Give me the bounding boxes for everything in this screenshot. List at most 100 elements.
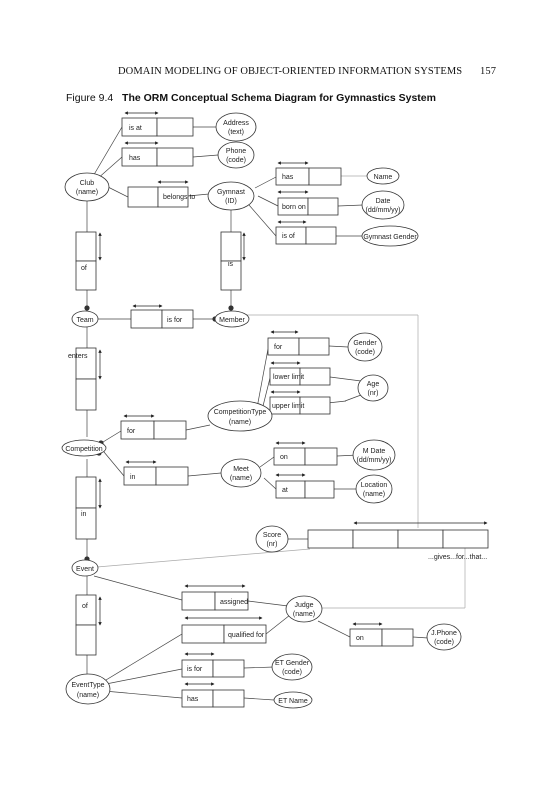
entity-address-ref: (text) [228, 129, 244, 136]
entity-date-ref: (dd/mm/yy) [366, 207, 401, 214]
role-label-of-event: of [82, 603, 88, 610]
entity-phone-name: Phone [226, 148, 246, 155]
role-label-in: in [81, 511, 87, 518]
role-label-has-name: has [282, 174, 294, 181]
entity-competition: Competition [61, 439, 107, 457]
fact-club-has-phone: has [121, 147, 194, 167]
fact-qualified-for: qualified for [181, 624, 267, 644]
uniqueness-arrows [98, 111, 488, 686]
entity-event-type: EventType (name) [65, 673, 111, 705]
entity-judge-ref: (name) [293, 611, 315, 618]
role-label-is-for-et: is for [187, 666, 203, 673]
role-label-comp-in: in [130, 474, 136, 481]
role-label-is: is [228, 261, 234, 268]
role-label-of: of [81, 265, 87, 272]
page-number: 157 [480, 66, 497, 77]
entity-date-name: Date [376, 198, 391, 205]
entity-competition-type-ref: (name) [229, 419, 251, 426]
entity-member-name: Member [219, 317, 245, 324]
entity-name: Name [366, 167, 400, 185]
entity-member: Member [214, 310, 250, 328]
role-label-is-for: is for [167, 317, 183, 324]
entity-gymnast-gender-name: Gymnast Gender [363, 234, 417, 241]
figure-label: Figure 9.4 [66, 92, 114, 104]
fact-for-gender: for [267, 337, 330, 356]
entity-et-gender-ref: (code) [282, 669, 302, 676]
entity-event-type-name: EventType [71, 682, 104, 689]
fact-of-club: of [75, 231, 97, 291]
fact-at: at [275, 480, 335, 499]
fact-judge-on: on [349, 628, 414, 647]
fact-born-on: born on [277, 197, 339, 216]
entity-location-name: Location [361, 482, 388, 489]
fact-is-gymnast: is [220, 231, 242, 291]
entity-m-date-name: M Date [363, 448, 386, 455]
entity-et-gender-name: ET Gender [275, 660, 310, 667]
fact-of-event: of [75, 594, 97, 656]
entity-club-name: Club [80, 180, 95, 187]
role-label-lower-limit: lower limit [273, 374, 304, 381]
role-label-belongs-to: belongs to [163, 194, 195, 201]
entity-et-gender: ET Gender (code) [271, 653, 313, 681]
fact-comp-in: in [123, 466, 189, 486]
entity-j-phone-ref: (code) [434, 639, 454, 646]
entity-m-date: M Date(dd/mm/yy) [352, 439, 396, 471]
fact-is-at: is at [121, 117, 194, 137]
entity-event-name: Event [76, 566, 94, 573]
running-title: DOMAIN MODELING OF OBJECT-ORIENTED INFOR… [118, 66, 463, 77]
entity-meet-ref: (name) [230, 475, 252, 482]
role-label-gives: ...gives...for...that... [428, 554, 487, 561]
entity-club-ref: (name) [76, 189, 98, 196]
fact-gives-score: ...gives...for...that... [307, 529, 489, 561]
entity-gymnast-name: Gymnast [217, 189, 245, 196]
entity-event-type-ref: (name) [77, 692, 99, 699]
entity-j-phone-name: J.Phone [431, 630, 457, 637]
entity-location: Location (name) [355, 474, 393, 504]
entity-phone: Phone (code) [217, 141, 255, 169]
entity-date: Date (dd/mm/yy) [361, 190, 405, 220]
running-header: DOMAIN MODELING OF OBJECT-ORIENTED INFOR… [118, 66, 498, 77]
entity-gymnast-ref: (ID) [225, 198, 237, 205]
entity-meet: Meet (name) [220, 458, 262, 488]
role-label-for: for [274, 344, 283, 351]
entity-age-ref: (nr) [368, 390, 379, 397]
entity-j-phone: J.Phone (code) [426, 623, 462, 651]
role-label-judge-on: on [356, 635, 364, 642]
figure-caption: Figure 9.4 The ORM Conceptual Schema Dia… [66, 92, 506, 104]
entity-judge-name: Judge [294, 602, 313, 609]
entity-competition-name: Competition [65, 446, 102, 453]
entity-judge: Judge (name) [285, 595, 323, 623]
role-label-comp-for: for [127, 428, 136, 435]
fact-is-of: is of [275, 226, 337, 245]
fact-has-et: has [181, 689, 245, 708]
fact-belongs-to: belongs to [127, 186, 195, 208]
fact-upper-limit: upper limit [269, 396, 331, 415]
role-boxes: is at has belongs to has born on is of o… [68, 117, 489, 708]
role-label-is-at: is at [129, 125, 142, 132]
role-label-on: on [280, 454, 288, 461]
entity-name-name: Name [374, 174, 393, 181]
entity-address: Address (text) [215, 112, 257, 142]
fact-event-in: in [75, 476, 97, 540]
role-label-enters: enters [68, 353, 88, 360]
role-label-upper-limit: upper limit [272, 403, 304, 410]
entity-et-name-name: ET Name [278, 698, 308, 705]
entity-address-name: Address [223, 120, 249, 127]
entity-meet-name: Meet [233, 466, 249, 473]
entity-competition-type: CompetitionType(name) [207, 400, 273, 432]
role-label-has-et: has [187, 696, 199, 703]
entity-score-ref: (nr) [267, 541, 278, 548]
fact-is-for-team: is for [130, 309, 194, 329]
role-label-has: has [129, 155, 141, 162]
entity-gymnast: Gymnast (ID) [207, 181, 255, 211]
entity-phone-ref: (code) [226, 157, 246, 164]
entity-club: Club (name) [64, 172, 110, 202]
entity-age: Age (nr) [357, 374, 389, 402]
entity-types: Address (text) Phone (code) Club (name) Gym… [61, 112, 462, 709]
entity-location-ref: (name) [363, 491, 385, 498]
fact-is-for-et: is for [181, 659, 245, 678]
entity-gender-ref: (code) [355, 349, 375, 356]
figure-title: The ORM Conceptual Schema Diagram for Gy… [122, 92, 436, 104]
entity-age-name: Age [367, 381, 380, 388]
